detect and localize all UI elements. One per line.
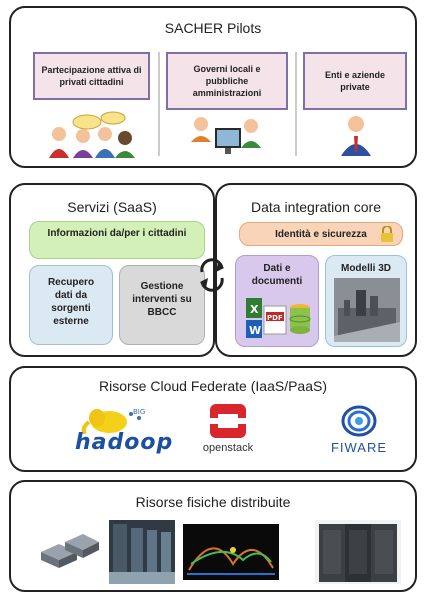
pilot-box-private-entities: Enti e aziende private: [303, 52, 407, 110]
risorse-fisiche-title: Risorse fisiche distribuite: [135, 494, 291, 510]
modelli-3d-box: Modelli 3D: [325, 255, 407, 347]
sacher-pilots-panel: SACHER Pilots Partecipazione attiva di p…: [9, 6, 417, 168]
svg-text:PDF: PDF: [267, 314, 283, 322]
openstack-cube-icon: [210, 404, 246, 438]
3d-model-render-icon: [334, 278, 400, 342]
informazioni-box: Informazioni da/per i cittadini: [29, 221, 205, 259]
modelli-3d-label: Modelli 3D: [340, 263, 391, 274]
svg-text:X: X: [250, 303, 259, 316]
dati-documenti-label: Dati e documenti: [251, 263, 303, 287]
risorse-fisiche-panel: Risorse fisiche distribuite: [9, 480, 417, 592]
datacenter-photo-icon: [109, 520, 175, 584]
recupero-dati-box: Recupero dati da sorgenti esterne: [29, 265, 113, 345]
lock-icon: [381, 226, 393, 242]
identita-sicurezza-box: Identità e sicurezza: [239, 222, 403, 246]
svg-text:W: W: [249, 324, 261, 337]
fiware-logo: FIWARE: [329, 404, 389, 460]
risorse-cloud-title: Risorse Cloud Federate (IaaS/PaaS): [99, 378, 327, 394]
pilots-divider-2: [295, 52, 297, 156]
svg-text:BIG: BIG: [133, 408, 145, 416]
gestione-interventi-box: Gestione interventi su BBCC: [119, 265, 205, 345]
servizi-panel: Servizi (SaaS) Informazioni da/per i cit…: [9, 183, 215, 357]
server-cluster-icon: [41, 534, 99, 568]
fiware-swirl-icon: [341, 405, 377, 437]
business-person-icon: [341, 116, 371, 156]
pilot-box-citizens: Partecipazione attiva di privati cittadi…: [33, 52, 150, 100]
identita-sicurezza-label: Identità e sicurezza: [275, 229, 367, 240]
data-core-title: Data integration core: [251, 199, 381, 215]
fiware-wordmark: FIWARE: [330, 440, 388, 455]
risorse-cloud-panel: Risorse Cloud Federate (IaaS/PaaS) BIG h…: [9, 366, 417, 472]
openstack-wordmark: openstack: [202, 442, 254, 454]
hadoop-logo: BIG hadoop: [75, 404, 174, 458]
pilot-box-public-admin: Governi locali e pubbliche amministrazio…: [166, 52, 288, 110]
documents-icon: X W PDF: [246, 298, 311, 338]
data-integration-core-panel: Data integration core Identità e sicurez…: [215, 183, 417, 357]
people-group-icon: [49, 111, 135, 158]
officials-computer-icon: [191, 117, 261, 154]
bidirectional-arrows-icon: [200, 258, 224, 292]
openstack-logo: openstack: [189, 402, 267, 462]
hadoop-elephant-icon: BIG: [81, 408, 145, 434]
pilots-divider-1: [158, 52, 160, 156]
server-rack-icon: [315, 520, 401, 584]
visualization-photo-icon: [183, 524, 279, 580]
servizi-title: Servizi (SaaS): [67, 199, 157, 215]
dati-documenti-box: Dati e documenti X W PDF: [235, 255, 319, 347]
hadoop-wordmark: hadoop: [75, 430, 174, 455]
sacher-pilots-title: SACHER Pilots: [164, 20, 262, 36]
